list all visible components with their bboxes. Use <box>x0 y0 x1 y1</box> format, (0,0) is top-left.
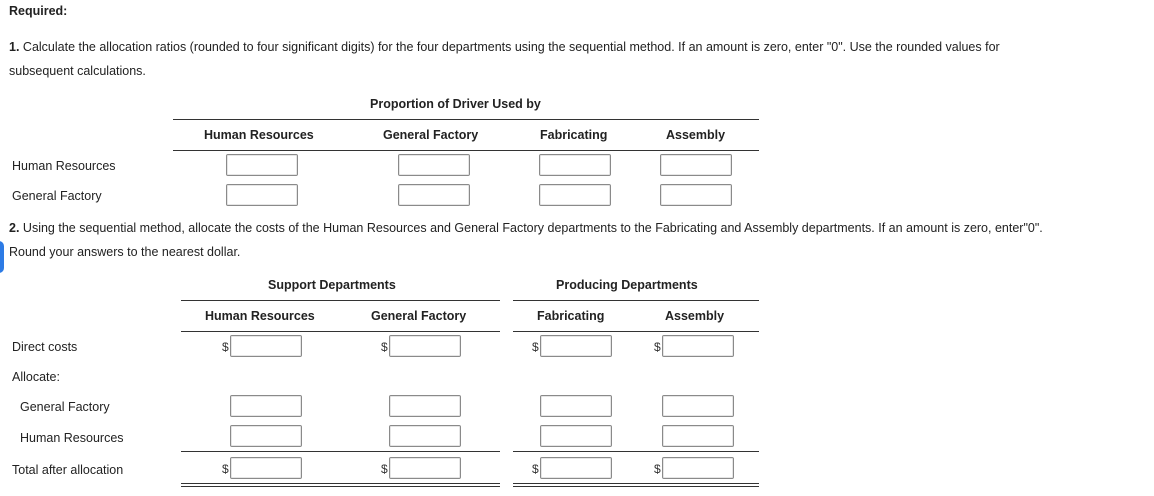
proportion-header: Proportion of Driver Used by <box>370 97 541 111</box>
alloc-hr-fab-input[interactable] <box>540 425 612 447</box>
part2-number: 2. <box>9 221 20 235</box>
t2-col-assembly: Assembly <box>665 309 725 323</box>
t1-row-human-resources: Human Resources <box>12 159 116 173</box>
gf-ratio-gf-input[interactable] <box>398 184 470 206</box>
hr-ratio-hr-input[interactable] <box>226 154 298 176</box>
alloc-gf-fab-input[interactable] <box>540 395 612 417</box>
part2-instructions: 2. Using the sequential method, allocate… <box>9 221 1043 235</box>
support-header-rule <box>181 331 500 332</box>
part1-number: 1. <box>9 40 20 54</box>
direct-costs-hr-input[interactable] <box>230 335 302 357</box>
row-allocate-general-factory: General Factory <box>20 400 110 414</box>
part1-text-line2: subsequent calculations. <box>9 64 146 78</box>
total-asm-input[interactable] <box>662 457 734 479</box>
alloc-hr-asm-input[interactable] <box>662 425 734 447</box>
producing-top-rule <box>513 300 759 301</box>
total-double-rule-producing <box>513 483 759 487</box>
part2-text-line1: Using the sequential method, allocate th… <box>19 221 1043 235</box>
alloc-hr-hr-input[interactable] <box>230 425 302 447</box>
row-direct-costs: Direct costs <box>12 340 78 354</box>
dollar-sign: $ <box>654 340 661 354</box>
t1-row-general-factory: General Factory <box>12 189 102 203</box>
t2-col-general-factory: General Factory <box>371 309 467 323</box>
table1-top-rule <box>173 119 759 120</box>
dollar-sign: $ <box>532 462 539 476</box>
producing-header-rule <box>513 331 759 332</box>
gf-ratio-fab-input[interactable] <box>539 184 611 206</box>
row-total-after-allocation: Total after allocation <box>12 463 124 477</box>
dollar-sign: $ <box>532 340 539 354</box>
hr-ratio-fab-input[interactable] <box>539 154 611 176</box>
total-fab-input[interactable] <box>540 457 612 479</box>
row-allocate-label: Allocate: <box>12 370 60 384</box>
dollar-sign: $ <box>381 340 388 354</box>
t1-col-fabricating: Fabricating <box>540 128 608 142</box>
gf-ratio-hr-input[interactable] <box>226 184 298 206</box>
support-top-rule <box>181 300 500 301</box>
t1-col-assembly: Assembly <box>666 128 726 142</box>
hr-ratio-gf-input[interactable] <box>398 154 470 176</box>
direct-costs-asm-input[interactable] <box>662 335 734 357</box>
gf-ratio-asm-input[interactable] <box>660 184 732 206</box>
alloc-gf-hr-input[interactable] <box>230 395 302 417</box>
table1-header-rule <box>173 150 759 151</box>
t1-col-general-factory: General Factory <box>383 128 479 142</box>
part1-text-line1: Calculate the allocation ratios (rounded… <box>19 40 1000 54</box>
hr-ratio-asm-input[interactable] <box>660 154 732 176</box>
direct-costs-fab-input[interactable] <box>540 335 612 357</box>
t2-col-fabricating: Fabricating <box>537 309 605 323</box>
focus-indicator <box>0 241 4 273</box>
dollar-sign: $ <box>654 462 661 476</box>
part2-text-line2: Round your answers to the nearest dollar… <box>9 245 241 259</box>
total-hr-input[interactable] <box>230 457 302 479</box>
t1-col-human-resources: Human Resources <box>204 128 314 142</box>
subtotal-rule-support <box>181 451 500 452</box>
part1-instructions: 1. Calculate the allocation ratios (roun… <box>9 40 1000 54</box>
total-double-rule-support <box>181 483 500 487</box>
required-heading: Required: <box>9 4 68 18</box>
subtotal-rule-producing <box>513 451 759 452</box>
dollar-sign: $ <box>222 340 229 354</box>
alloc-gf-asm-input[interactable] <box>662 395 734 417</box>
producing-departments-header: Producing Departments <box>556 278 698 292</box>
direct-costs-gf-input[interactable] <box>389 335 461 357</box>
support-departments-header: Support Departments <box>268 278 396 292</box>
alloc-hr-gf-input[interactable] <box>389 425 461 447</box>
row-allocate-human-resources: Human Resources <box>20 431 124 445</box>
dollar-sign: $ <box>222 462 229 476</box>
t2-col-human-resources: Human Resources <box>205 309 315 323</box>
total-gf-input[interactable] <box>389 457 461 479</box>
alloc-gf-gf-input[interactable] <box>389 395 461 417</box>
dollar-sign: $ <box>381 462 388 476</box>
